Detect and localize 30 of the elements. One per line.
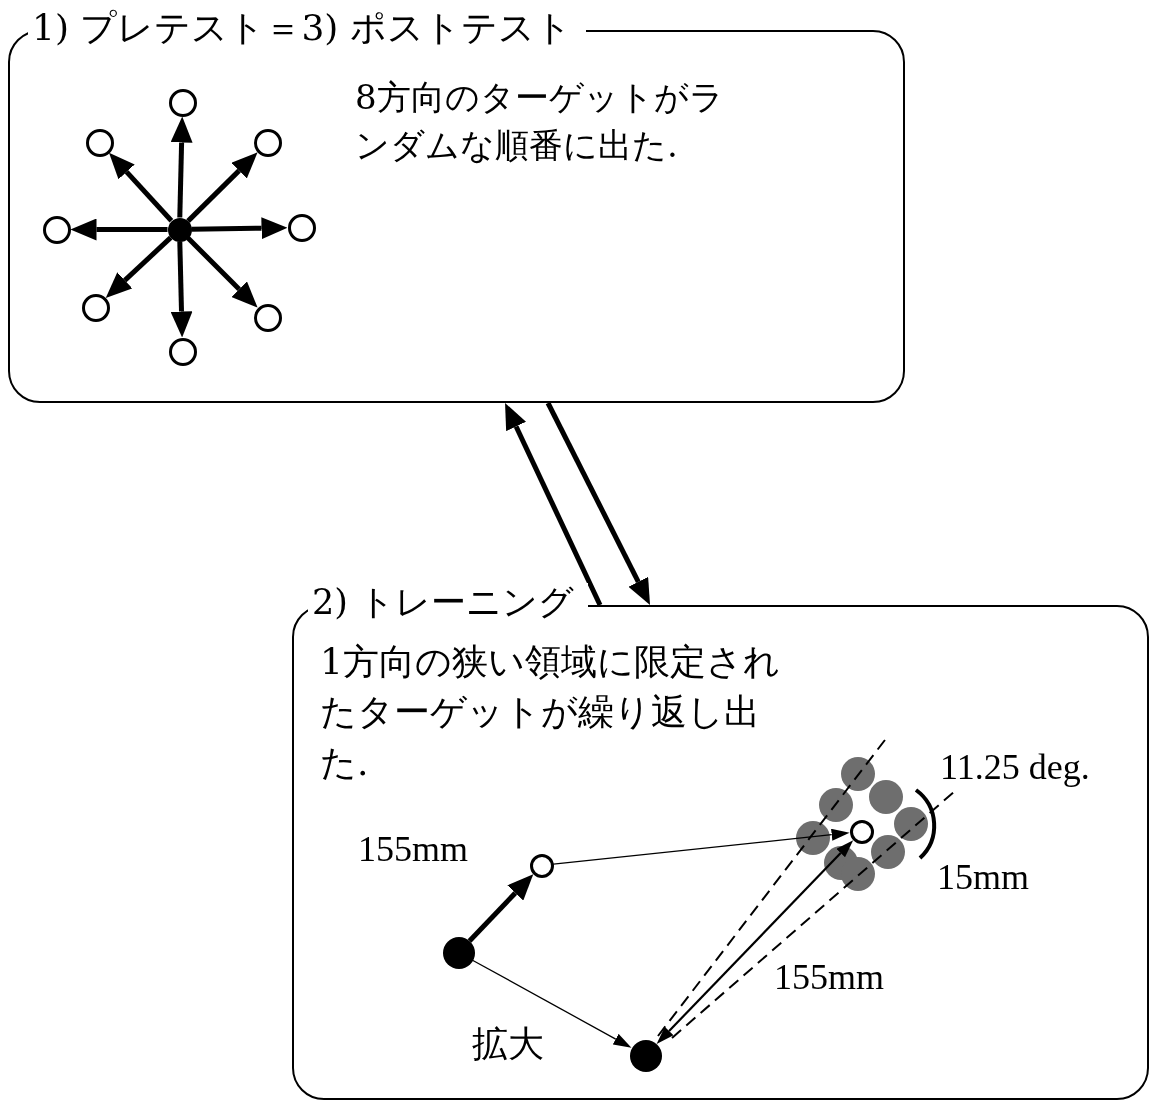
target-circle: [42, 215, 71, 244]
arrow: [170, 116, 193, 218]
target-circle: [168, 337, 197, 366]
arrow: [656, 840, 854, 1044]
arrow: [467, 874, 534, 943]
arrow: [505, 402, 603, 607]
arrow: [186, 152, 258, 223]
target-circle: [849, 819, 874, 844]
arrow: [170, 241, 193, 338]
arrow: [186, 236, 258, 308]
target-circle: [287, 213, 316, 242]
description-text: 1方向の狭い領域に限定されたターゲットが繰り返し出た.: [320, 640, 781, 785]
target-circle: [85, 128, 114, 157]
start-dot: [442, 936, 475, 969]
description-text: 8方向のターゲットがランダムな順番に出た.: [355, 76, 725, 167]
target-circle: [529, 853, 554, 878]
arrow: [109, 152, 174, 223]
target-circle: [168, 88, 197, 117]
target-circle: [253, 303, 282, 332]
arrow: [191, 217, 288, 240]
target-circle: [253, 128, 282, 157]
panel-title: 2) トレーニング: [308, 583, 589, 622]
arrow: [471, 959, 632, 1048]
arrow: [105, 235, 173, 298]
target-circle: [81, 293, 110, 322]
arrow: [70, 218, 168, 241]
start-dot: [629, 1039, 662, 1072]
panel-title: 1) プレテスト＝3) ポストテスト: [28, 8, 586, 48]
arrow: [552, 828, 850, 865]
arrow: [545, 401, 650, 605]
